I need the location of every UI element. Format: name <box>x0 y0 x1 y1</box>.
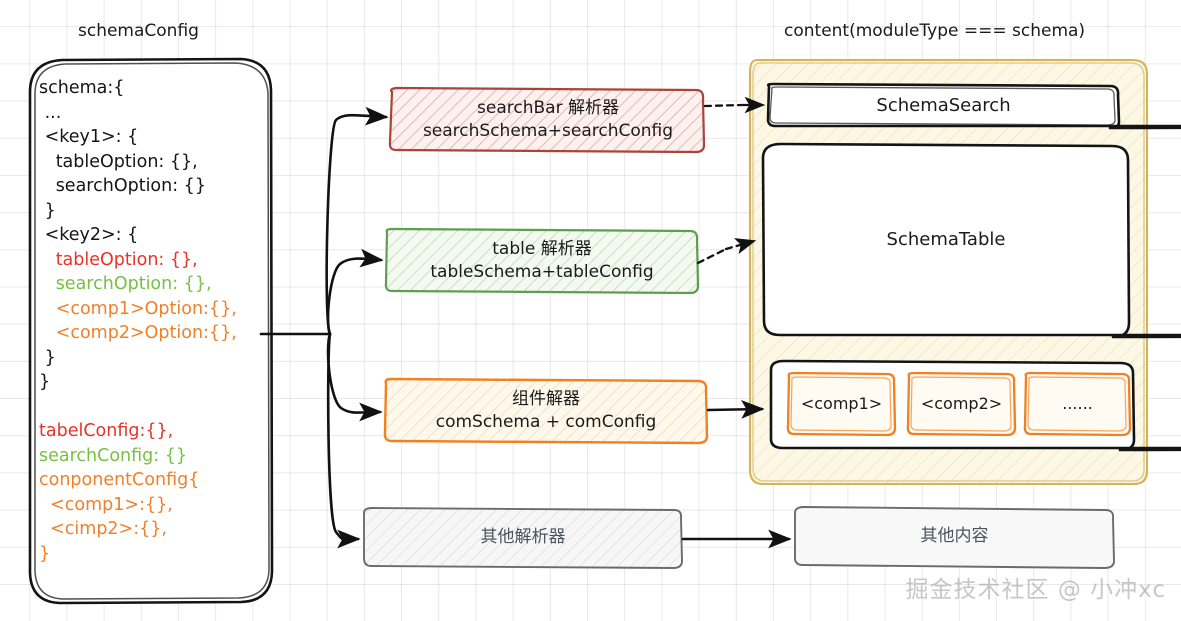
other-content-text: 其他内容 <box>920 526 989 547</box>
other-parser-label[interactable]: 其他解析器 <box>364 508 682 567</box>
schema-table-label[interactable]: SchemaTable <box>763 144 1129 335</box>
code-line: <cimp2>:{}, <box>39 519 167 539</box>
code-line: <comp1>:{}, <box>39 494 173 515</box>
code-line <box>39 397 45 417</box>
watermark: 掘金技术社区 @ 小冲xc <box>905 577 1166 603</box>
component-parser-label[interactable]: 组件解器 comSchema + comConfig <box>385 379 707 442</box>
code-line: } <box>39 543 51 564</box>
other-content-label[interactable]: 其他内容 <box>795 507 1114 566</box>
schema-search-label[interactable]: SchemaSearch <box>768 84 1119 127</box>
component-parser-line2: comSchema + comConfig <box>435 411 657 432</box>
comp1-text: <comp1> <box>800 394 883 414</box>
code-line: <key2>: { <box>39 225 139 245</box>
code-line: } <box>39 347 56 368</box>
comp2-text: <comp2> <box>920 394 1003 414</box>
code-line: } <box>39 372 51 392</box>
table-parser-label[interactable]: table 解析器 tableSchema+tableConfig <box>386 229 698 292</box>
code-line: searchOption: {} <box>39 176 206 196</box>
code-line: } <box>39 200 56 221</box>
search-bar-parser-line1: searchBar 解析器 <box>477 98 619 119</box>
component-parser-line1: 组件解器 <box>512 389 580 410</box>
page-title-left: schemaConfig <box>78 21 199 41</box>
code-line: conponentConfig{ <box>39 470 200 490</box>
code-line: schema:{ <box>39 78 125 98</box>
schema-config-code-text: schema:{ ... <key1>: { tableOption: {}, … <box>39 76 261 566</box>
comp2-label[interactable]: <comp2> <box>908 373 1015 435</box>
table-parser-line2: tableSchema+tableConfig <box>430 261 654 282</box>
schema-config-code-panel[interactable]: schema:{ ... <key1>: { tableOption: {}, … <box>25 58 271 603</box>
comp-more-label[interactable]: ...... <box>1025 373 1130 435</box>
code-line: tabelConfig:{}, <box>39 421 174 441</box>
search-bar-parser-label[interactable]: searchBar 解析器 searchSchema+searchConfig <box>392 88 704 151</box>
table-parser-line1: table 解析器 <box>492 239 592 260</box>
search-bar-parser-line2: searchSchema+searchConfig <box>422 120 674 141</box>
other-parser-line1: 其他解析器 <box>480 527 566 548</box>
code-line: searchConfig: {} <box>39 445 188 466</box>
comp-more-text: ...... <box>1062 394 1093 414</box>
comp1-label[interactable]: <comp1> <box>788 373 895 435</box>
schema-table-text: SchemaTable <box>886 228 1006 250</box>
code-line: searchOption: {}, <box>39 274 212 294</box>
code-line: <comp1>Option:{}, <box>39 298 237 319</box>
schema-search-text: SchemaSearch <box>876 94 1011 116</box>
page-title-right: content(moduleType === schema) <box>784 21 1086 41</box>
code-line: <key1>: { <box>39 127 139 147</box>
code-line: <comp2>Option:{}, <box>39 323 237 343</box>
code-line: ... <box>39 102 62 123</box>
code-line: tableOption: {}, <box>39 151 198 172</box>
code-line: tableOption: {}, <box>39 249 198 270</box>
